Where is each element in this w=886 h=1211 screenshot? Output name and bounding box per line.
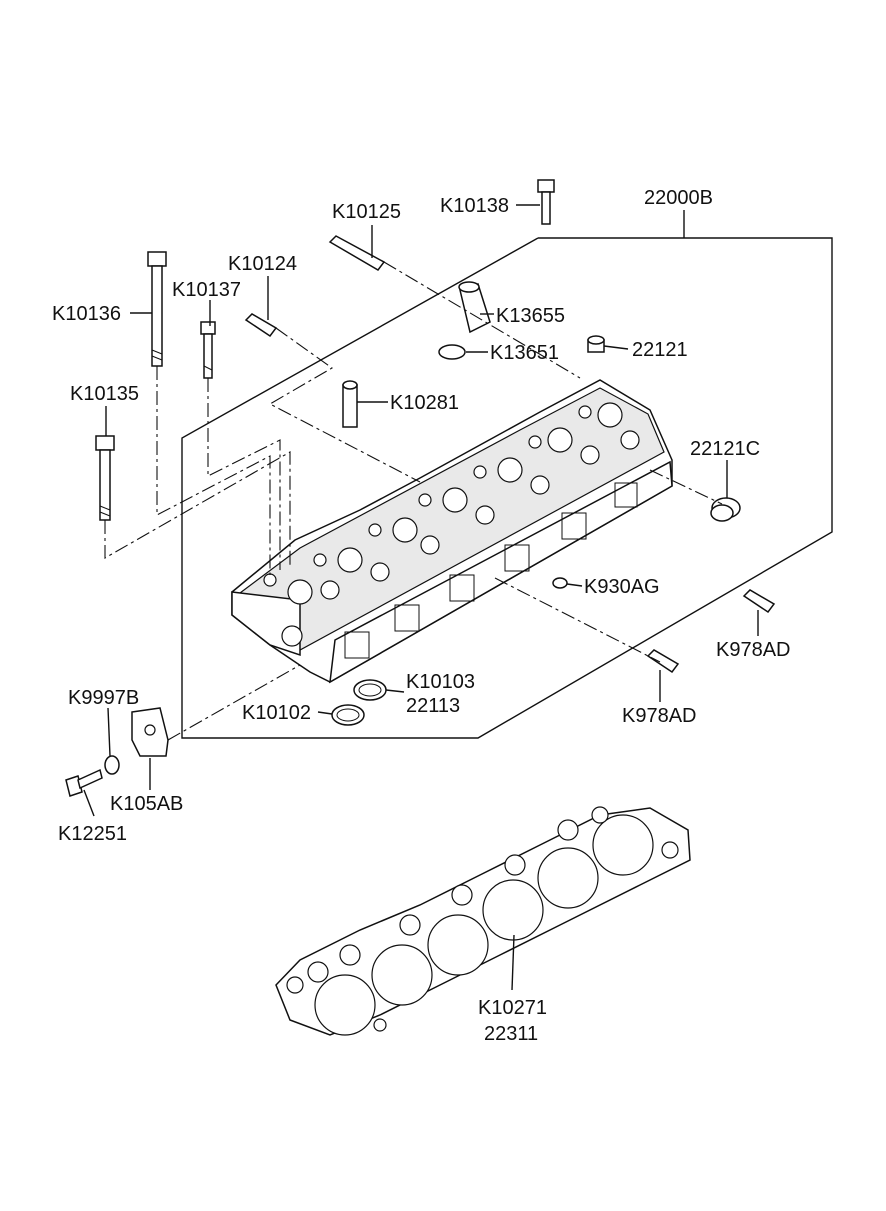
plug-22121	[587, 335, 605, 353]
label-22121c: 22121C	[690, 438, 760, 460]
cylinder-head	[231, 379, 673, 684]
label-k10137: K10137	[172, 279, 241, 301]
stud-k10125	[328, 235, 386, 271]
oring-k13651	[438, 344, 466, 360]
label-k10125: K10125	[332, 201, 401, 223]
stud-k978ad-lower	[646, 649, 680, 674]
label-k978ad-upper: K978AD	[716, 639, 791, 661]
label-k10103: K10103	[406, 671, 475, 693]
bolt-k10135	[95, 435, 115, 521]
label-k930ag: K930AG	[584, 576, 660, 598]
label-22000b: 22000B	[644, 187, 713, 209]
label-k10138: K10138	[440, 195, 509, 217]
bolt-k10138	[537, 179, 555, 225]
leader-lines	[83, 204, 759, 991]
sleeve-k13655	[458, 281, 491, 334]
stud-k10124	[244, 313, 278, 338]
label-k13655: K13655	[496, 305, 565, 327]
head-top-ports	[263, 402, 640, 605]
ring-k10103	[353, 679, 387, 701]
stud-k978ad-upper	[742, 589, 776, 614]
label-k10271: K10271	[478, 997, 547, 1019]
ring-k10102	[331, 704, 365, 726]
plug-k930ag	[552, 577, 568, 589]
guide-k10281	[342, 380, 358, 428]
bolt-k12251	[65, 768, 103, 797]
washer-k9997b	[104, 755, 120, 775]
cap-22121c	[710, 497, 741, 522]
head-gasket	[275, 806, 691, 1036]
label-k10102: K10102	[242, 702, 311, 724]
part-labels: K10138 K10125 22000B K10124 K10137 K1013…	[52, 187, 791, 1045]
label-k13651: K13651	[490, 342, 559, 364]
label-k978ad-lower: K978AD	[622, 705, 697, 727]
assembly-guide-lines	[104, 261, 723, 741]
label-22121: 22121	[632, 339, 688, 361]
label-k10124: K10124	[228, 253, 297, 275]
bolt-k10137	[200, 321, 216, 379]
label-k105ab: K105AB	[110, 793, 183, 815]
label-k9997b: K9997B	[68, 687, 139, 709]
label-22113: 22113	[406, 695, 460, 717]
bracket-k105ab	[131, 707, 169, 757]
label-k10281: K10281	[390, 392, 459, 414]
label-k12251: K12251	[58, 823, 127, 845]
label-k10135: K10135	[70, 383, 139, 405]
label-k10136: K10136	[52, 303, 121, 325]
label-22311: 22311	[484, 1023, 538, 1045]
bolt-k10136	[147, 251, 167, 367]
assembly-bracket-outline	[181, 237, 833, 739]
